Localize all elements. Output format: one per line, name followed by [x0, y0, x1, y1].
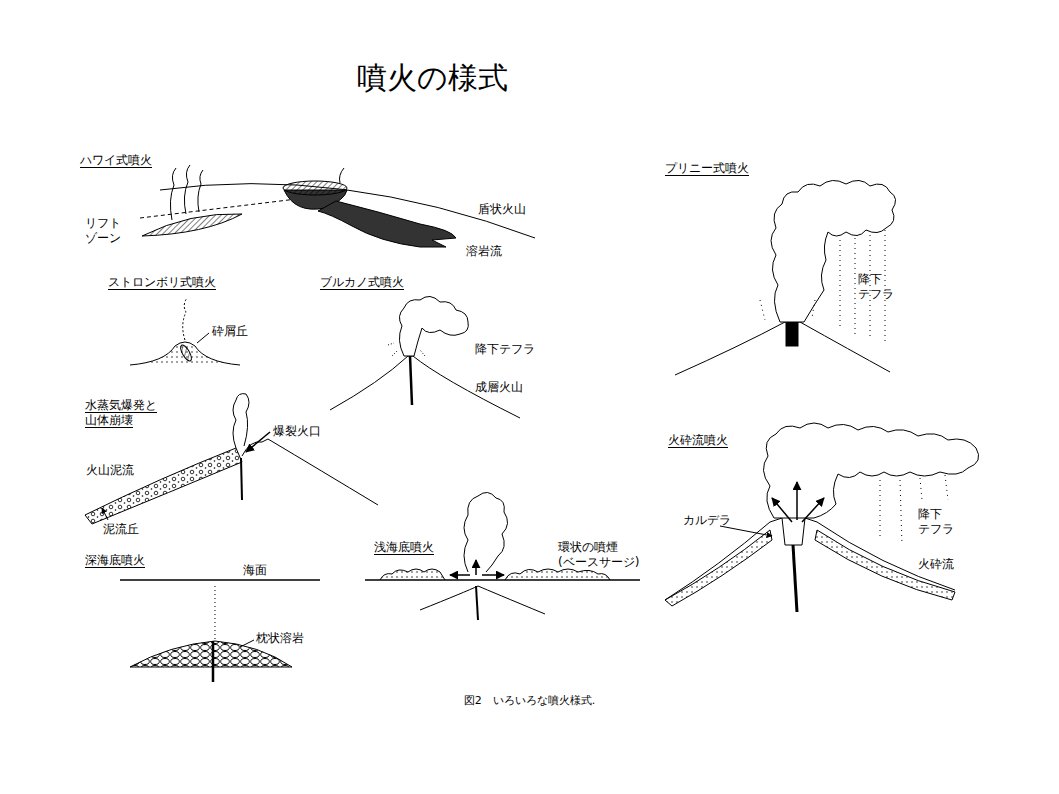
part-label: 枕状溶岩: [256, 631, 304, 646]
part-label: 砕屑丘: [212, 324, 248, 339]
part-label: 溶岩流: [466, 244, 502, 259]
page-title: 噴火の様式: [0, 58, 865, 99]
section-heading: 火砕流噴火: [668, 433, 728, 448]
part-label: 降下 テフラ: [918, 507, 959, 537]
figure-caption: 図2 いろいろな噴火様式.: [0, 693, 1059, 708]
part-label: 環状の噴煙 (ベースサージ): [558, 540, 649, 570]
part-label: 泥流丘: [103, 522, 139, 537]
part-label: 爆裂火口: [273, 424, 321, 439]
part-label: 降下テフラ: [475, 342, 535, 357]
part-label: 降下 テフラ: [858, 272, 899, 302]
section-heading: ストロンボリ式噴火: [108, 275, 216, 290]
section-heading: 浅海底噴火: [374, 540, 434, 555]
part-label: 火砕流: [918, 557, 954, 572]
part-label: リフト ゾーン: [85, 216, 126, 246]
part-label: 成層火山: [475, 380, 523, 395]
section-heading: 水蒸気爆発と 山体崩壊: [85, 398, 164, 428]
part-label: カルデラ: [683, 513, 731, 528]
section-heading: ブルカノ式噴火: [320, 275, 404, 290]
section-heading: 深海底噴火: [85, 553, 145, 568]
part-label: 火山泥流: [86, 463, 134, 478]
part-label: 盾状火山: [478, 202, 526, 217]
part-label: 海面: [243, 563, 267, 578]
section-heading: ハワイ式噴火: [80, 153, 152, 168]
section-heading: プリニー式噴火: [665, 161, 749, 176]
